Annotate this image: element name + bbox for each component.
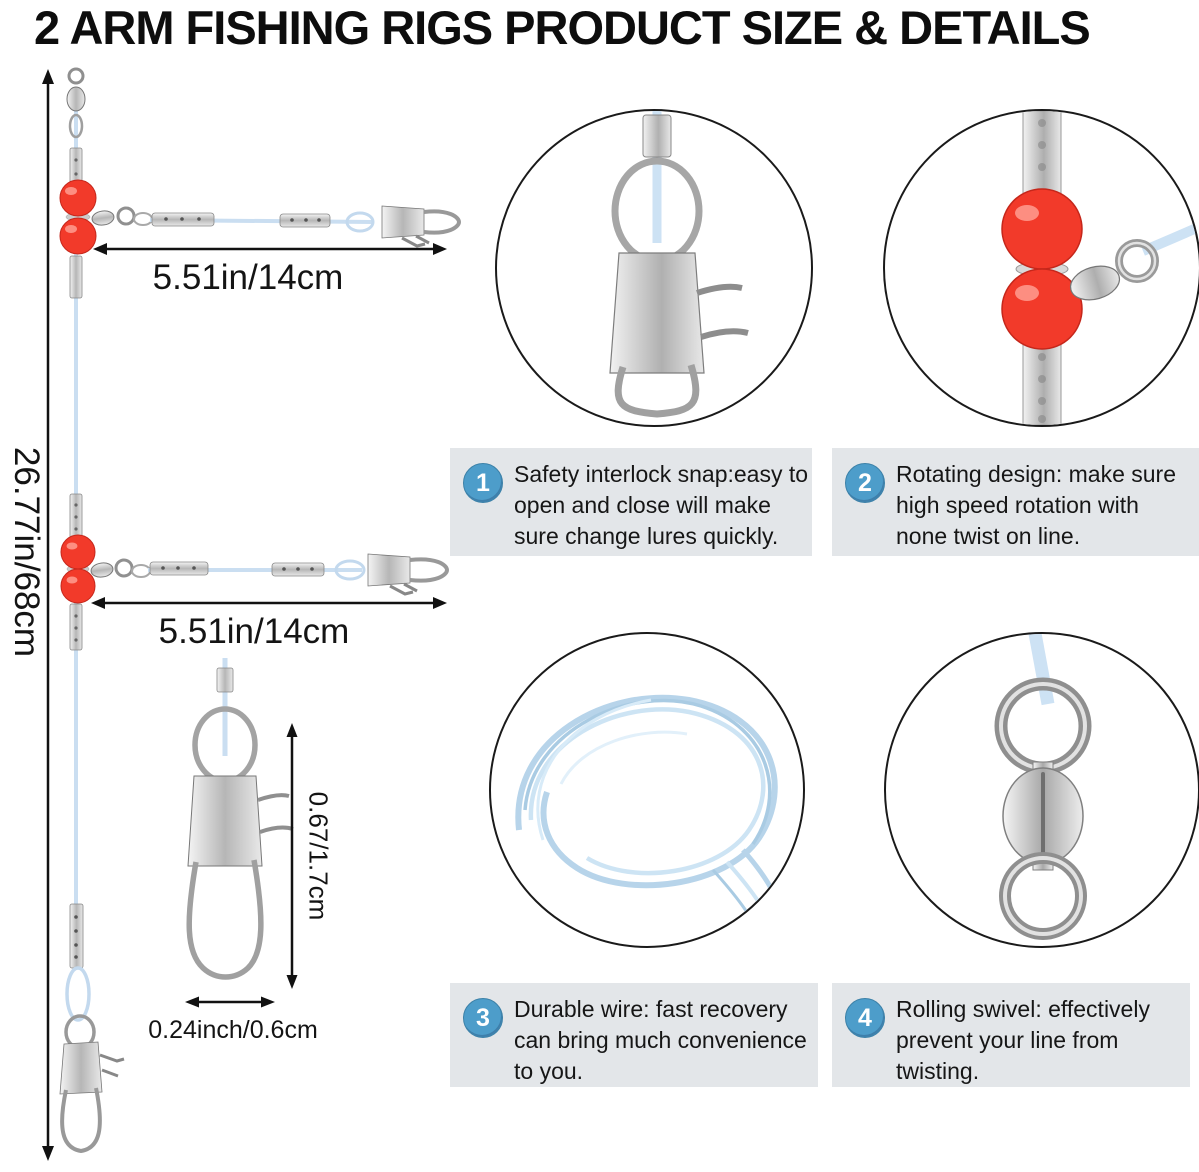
crimp-tube: [69, 255, 83, 299]
snap-size-detail: [186, 658, 294, 980]
interlock-snap-illustration: [609, 111, 749, 418]
callout-number-badge: 3: [463, 998, 503, 1038]
page-title: 2 ARM FISHING RIGS PRODUCT SIZE & DETAIL…: [34, 1, 1091, 54]
callout-rolling-swivel: 4 Rolling swivel: effectively prevent yo…: [832, 983, 1190, 1087]
callout-text: Rotating design: make sure high speed ro…: [896, 461, 1176, 549]
callout-number-badge: 2: [845, 463, 885, 503]
red-beads-1: [59, 179, 97, 255]
callout-text: Durable wire: fast recovery can bring mu…: [514, 996, 807, 1084]
arm1-length-arrow: [93, 243, 447, 255]
callout-text: Safety interlock snap:easy to open and c…: [514, 461, 809, 549]
callout-durable-wire: 3 Durable wire: fast recovery can bring …: [450, 983, 818, 1087]
snap-width-label: 0.24inch/0.6cm: [148, 1016, 318, 1044]
wire-coil-illustration: [515, 694, 789, 946]
total-length-label: 26.77in/68cm: [7, 446, 46, 658]
crimp-tube: [69, 493, 83, 541]
snap-width-arrow: [185, 996, 275, 1008]
callout-rotating-design: 2 Rotating design: make sure high speed …: [832, 448, 1199, 556]
rotating-beads-illustration: [1001, 111, 1199, 425]
snap-height-arrow: [286, 723, 298, 989]
total-length-arrow: [42, 69, 54, 1161]
bottom-crimp-tube: [69, 903, 84, 969]
top-swivel: [66, 67, 86, 139]
rig-arm-1: [91, 205, 462, 248]
crimp-tube: [69, 603, 83, 651]
detail-photo-durable-wire: [489, 632, 805, 948]
rig-diagram: [42, 67, 462, 1161]
callout-number-badge: 1: [463, 463, 503, 503]
callout-safety-snap: 1 Safety interlock snap:easy to open and…: [450, 448, 812, 556]
line-loop: [65, 966, 91, 1022]
snap-arm-2: [367, 553, 450, 596]
arm2-length-arrow: [91, 597, 447, 609]
snap-height-label: 0.67/1.7cm: [303, 791, 334, 921]
callout-number-badge: 4: [845, 998, 885, 1038]
red-beads-2: [60, 534, 96, 604]
arm2-length-label: 5.51in/14cm: [158, 612, 350, 651]
callout-text: Rolling swivel: effectively prevent your…: [896, 996, 1150, 1084]
rolling-swivel-illustration: [994, 634, 1092, 940]
detail-photo-interlock-snap: [495, 109, 813, 427]
detail-photo-rolling-swivel: [884, 632, 1199, 948]
arm1-length-label: 5.51in/14cm: [152, 258, 344, 297]
detail-photo-rotating-beads: [883, 109, 1199, 427]
bottom-snap: [59, 1014, 125, 1154]
snap-arm-1: [381, 205, 462, 248]
rig-arm-2: [90, 553, 450, 596]
